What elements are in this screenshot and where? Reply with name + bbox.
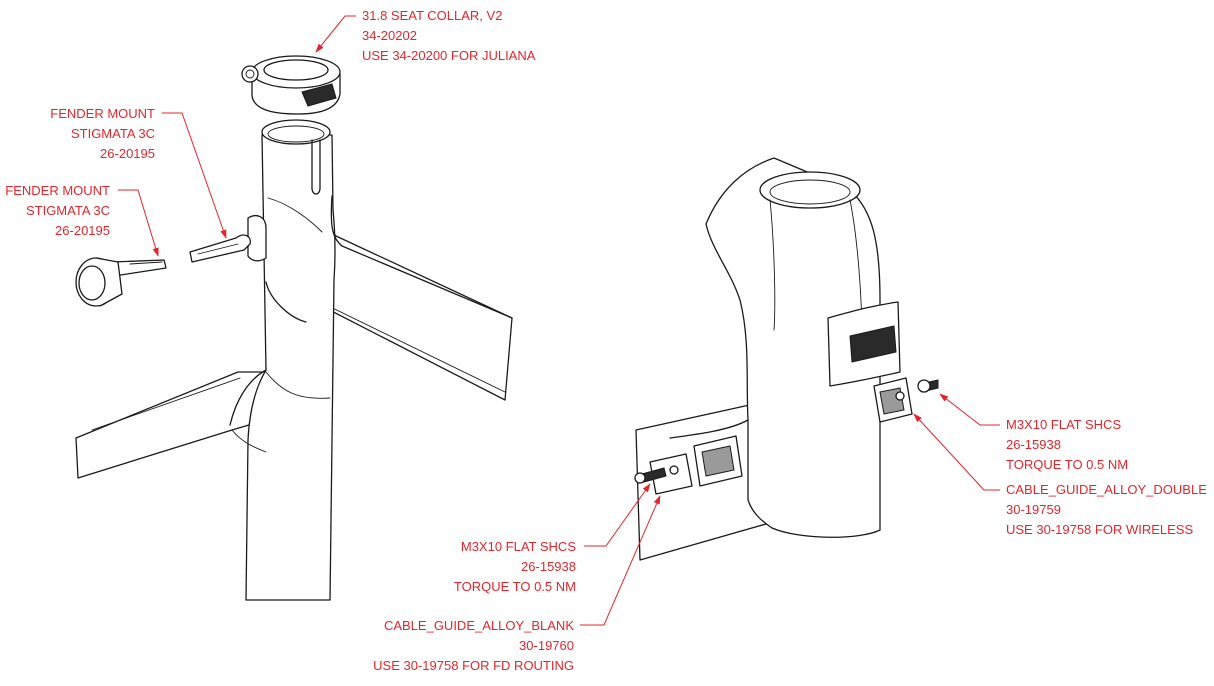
leader-screw-right: [939, 393, 1000, 426]
screw-left-line1: M3X10 FLAT SHCS: [461, 539, 576, 554]
right-frame-assembly: [634, 157, 939, 561]
cable-guide-double-hole: [895, 391, 905, 401]
right-top-opening: [759, 171, 861, 209]
callout-fender-mount-lower: FENDER MOUNT STIGMATA 3C 26-20195: [5, 183, 159, 257]
callout-fender-mount-upper: FENDER MOUNT STIGMATA 3C 26-20195: [50, 106, 227, 239]
right-body-contour-c: [669, 419, 749, 439]
left-joint-curve-b: [265, 281, 307, 323]
guide-double-line2: 30-19759: [1006, 502, 1061, 517]
left-joint-curve-d: [229, 369, 267, 426]
collar-bolt: [241, 65, 259, 83]
collar-logo-mark: [301, 83, 337, 107]
leader-guide-blank: [580, 495, 661, 626]
clip-line: [197, 243, 239, 255]
right-screw-head: [917, 379, 931, 393]
collar-bolt-inner: [245, 69, 255, 79]
left-lower-tube-edge: [91, 377, 241, 431]
left-joint-curve-c: [267, 197, 323, 233]
bolt-thread: [129, 261, 163, 265]
callout-cable-guide-double: CABLE_GUIDE_ALLOY_DOUBLE 30-19759 USE 30…: [913, 413, 1207, 537]
bolt-head-face: [78, 265, 106, 301]
right-body-contour-a: [769, 199, 776, 331]
right-top-inner: [769, 179, 851, 205]
seat-collar-line1: 31.8 SEAT COLLAR, V2: [362, 8, 502, 23]
seat-collar-line3: USE 34-20200 FOR JULIANA: [362, 48, 536, 63]
left-joint-curve-e: [265, 371, 331, 399]
seat-tube-opening: [261, 119, 331, 145]
seat-tube-slot: [311, 139, 321, 195]
seat-collar-line2: 34-20202: [362, 28, 417, 43]
leader-screw-left: [584, 483, 651, 547]
left-joint-curve-f: [231, 429, 267, 453]
fender-mount-bolt: [75, 257, 167, 307]
screw-right-line3: TORQUE TO 0.5 NM: [1006, 457, 1128, 472]
callout-screw-left: M3X10 FLAT SHCS 26-15938 TORQUE TO 0.5 N…: [454, 483, 651, 594]
leader-fender-lower: [118, 189, 159, 257]
callout-seat-collar: 31.8 SEAT COLLAR, V2 34-20202 USE 34-202…: [315, 8, 536, 63]
fender-lower-line1: FENDER MOUNT: [5, 183, 110, 198]
cable-guide-left-slot: [701, 445, 735, 477]
leader-seat-collar: [315, 15, 356, 53]
screw-right-line1: M3X10 FLAT SHCS: [1006, 417, 1121, 432]
screw-right-line2: 26-15938: [1006, 437, 1061, 452]
leader-fender-upper: [162, 112, 227, 239]
guide-blank-line2: 30-19760: [519, 638, 574, 653]
screw-left-line2: 26-15938: [521, 559, 576, 574]
left-frame-assembly: [75, 119, 513, 601]
left-top-tube-edge: [311, 297, 506, 393]
left-joint-curve-a: [330, 195, 513, 319]
screw-left-line3: TORQUE TO 0.5 NM: [454, 579, 576, 594]
seat-collar-part: [241, 55, 341, 115]
left-seat-tube: [245, 134, 336, 601]
left-screw-head: [634, 472, 646, 484]
seat-tube-inner: [267, 125, 325, 143]
cable-guide-blank-part: [649, 453, 693, 495]
collar-inner: [263, 59, 329, 81]
leader-guide-double: [913, 413, 1000, 491]
guide-blank-line3: USE 30-19758 FOR FD ROUTING: [373, 658, 574, 673]
head-badge-logo: [849, 325, 897, 363]
fender-lower-line3: 26-20195: [55, 223, 110, 238]
guide-blank-line1: CABLE_GUIDE_ALLOY_BLANK: [384, 618, 574, 633]
guide-double-line3: USE 30-19758 FOR WIRELESS: [1006, 522, 1193, 537]
fender-upper-line3: 26-20195: [100, 146, 155, 161]
fender-upper-line1: FENDER MOUNT: [50, 106, 155, 121]
fender-lower-line2: STIGMATA 3C: [26, 203, 110, 218]
callout-cable-guide-blank: CABLE_GUIDE_ALLOY_BLANK 30-19760 USE 30-…: [373, 495, 661, 673]
fender-upper-line2: STIGMATA 3C: [71, 126, 155, 141]
callout-screw-right: M3X10 FLAT SHCS 26-15938 TORQUE TO 0.5 N…: [939, 393, 1128, 472]
cable-guide-blank-hole: [669, 465, 679, 475]
guide-double-line1: CABLE_GUIDE_ALLOY_DOUBLE: [1006, 482, 1207, 497]
left-lower-tube: [75, 371, 269, 479]
right-main-body: [705, 157, 881, 538]
fender-boss: [247, 214, 267, 262]
fender-mount-clip: [189, 234, 251, 263]
